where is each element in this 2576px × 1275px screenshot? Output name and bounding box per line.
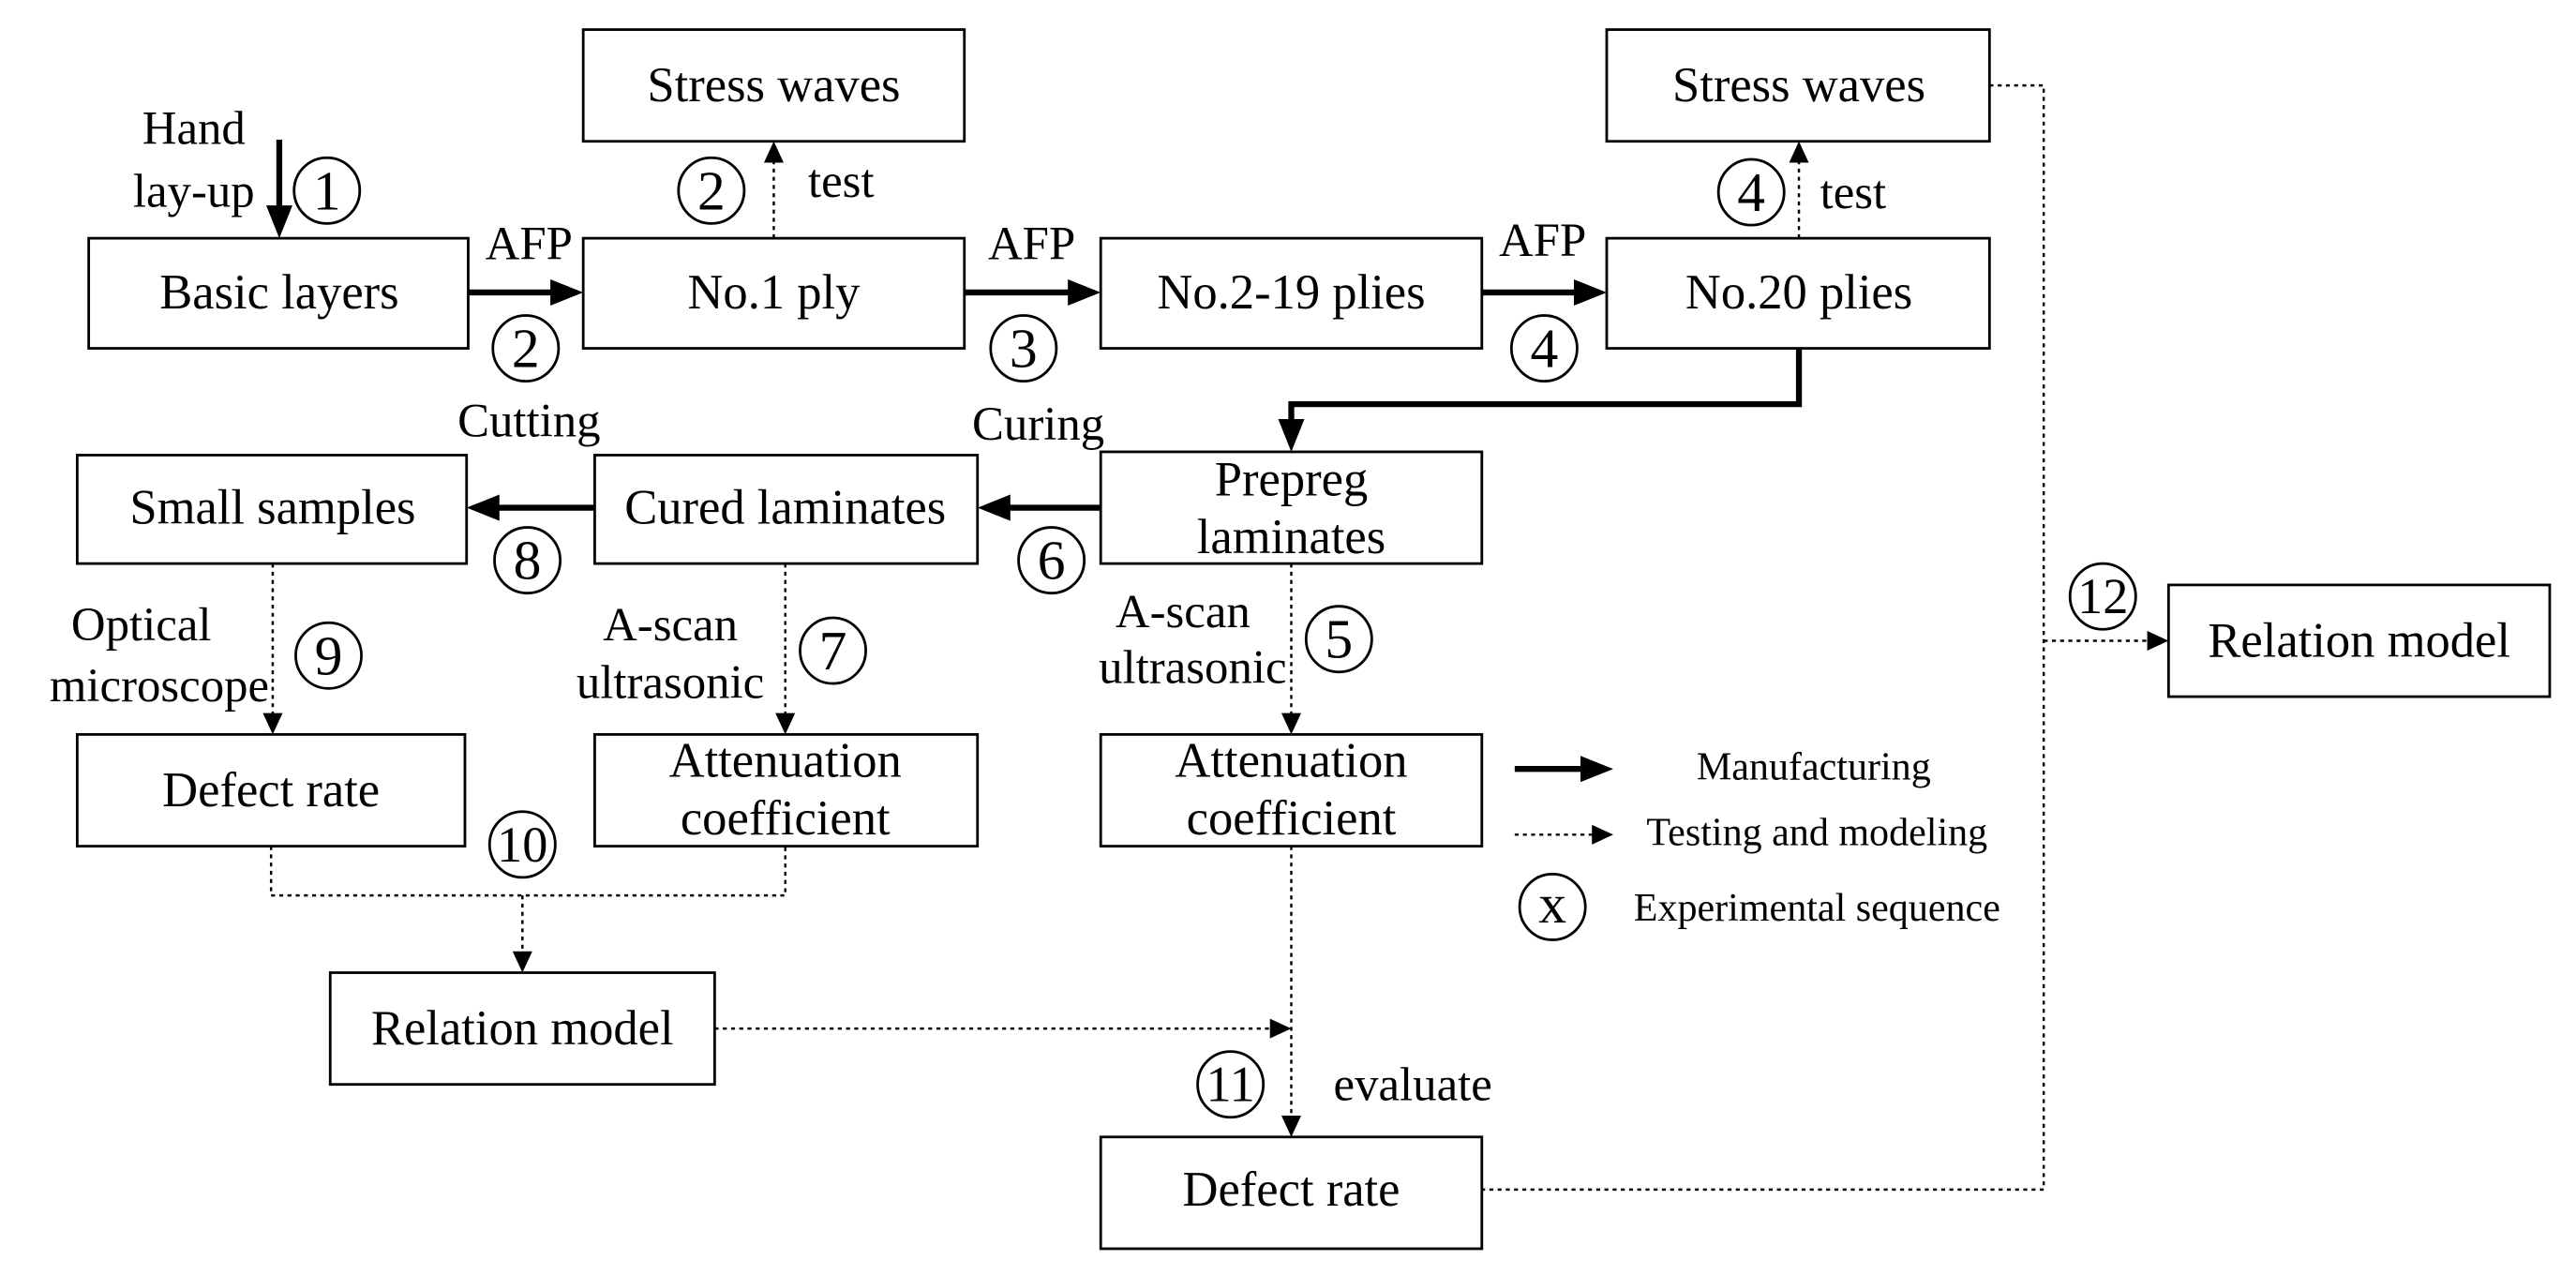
step-number: 10 (497, 817, 547, 873)
box-prepreg-laminates: Prepreg laminates (1099, 450, 1484, 565)
box-defect-rate-left: Defect rate (75, 732, 467, 848)
box-label: Defect rate (1183, 1162, 1400, 1217)
box-label: Small samples (129, 481, 415, 535)
step-number: 8 (514, 530, 542, 592)
box-label-line-1: Attenuation (669, 733, 902, 788)
step-number: 3 (1010, 318, 1038, 380)
box-label-line-1: Attenuation (1175, 733, 1407, 788)
box-label-line-2: coefficient (681, 791, 891, 846)
step-number: 2 (512, 318, 540, 380)
step-marker-12: 12 (2068, 562, 2137, 631)
box-label: Basic layers (159, 265, 398, 320)
box-defect-rate-bottom: Defect rate (1099, 1135, 1484, 1251)
connector-defect-attenuation-bracket (269, 846, 786, 897)
label-lay-up: lay-up (133, 164, 255, 217)
box-label: No.20 plies (1685, 265, 1912, 320)
connector-right-bus (1481, 83, 2045, 1192)
box-stress-waves-right: Stress waves (1605, 28, 1991, 143)
step-marker-3: 3 (989, 314, 1058, 383)
box-label: No.1 ply (687, 265, 861, 320)
step-number: 1 (313, 159, 341, 221)
legend-sequence-symbol: x (1538, 873, 1566, 935)
step-marker-6: 6 (1017, 526, 1086, 595)
step-marker-5: 5 (1304, 605, 1373, 674)
step-number: 4 (1530, 318, 1558, 380)
label-microscope: microscope (50, 659, 269, 712)
step-number: 11 (1206, 1057, 1255, 1113)
box-relation-model-right: Relation model (2166, 583, 2552, 698)
box-label: Relation model (371, 1001, 674, 1056)
step-number: 12 (2077, 568, 2128, 624)
legend-sequence-marker: x (1518, 873, 1587, 941)
step-marker-11: 11 (1196, 1050, 1266, 1119)
box-no1-ply: No.1 ply (581, 236, 966, 350)
step-marker-7: 7 (799, 616, 867, 685)
label-cutting: Cutting (457, 395, 600, 447)
legend: Manufacturing Testing and modeling x Exp… (1514, 745, 2000, 941)
box-label-line-2: laminates (1197, 510, 1385, 564)
label-afp-1: AFP (486, 217, 573, 269)
box-attenuation-coefficient-right: Attenuation coefficient (1099, 732, 1484, 848)
label-optical: Optical (71, 598, 212, 651)
label-curing: Curing (972, 398, 1104, 450)
box-label: Defect rate (162, 763, 380, 818)
box-label-line-1: Prepreg (1215, 453, 1368, 507)
step-number: 9 (315, 624, 343, 686)
step-number: 6 (1038, 530, 1066, 592)
step-marker-9: 9 (294, 621, 363, 690)
box-no2-19-plies: No.2-19 plies (1099, 236, 1484, 350)
label-a-scan-prepreg: A-scan (1116, 585, 1251, 638)
box-label: Relation model (2208, 614, 2510, 668)
box-stress-waves-left: Stress waves (581, 28, 966, 143)
arrow-no20-to-prepreg (1278, 348, 1803, 452)
label-test-2: test (1820, 166, 1887, 218)
legend-sequence-label: Experimental sequence (1634, 887, 2000, 930)
step-marker-2-afp: 2 (491, 314, 561, 383)
label-hand: Hand (142, 102, 246, 155)
step-marker-4-test: 4 (1716, 158, 1786, 227)
step-marker-4-afp: 4 (1509, 314, 1579, 383)
box-label: Cured laminates (624, 481, 946, 535)
box-label: No.2-19 plies (1157, 265, 1425, 320)
box-cured-laminates: Cured laminates (593, 454, 980, 565)
step-marker-1: 1 (292, 156, 362, 225)
legend-testing-label: Testing and modeling (1646, 812, 1987, 855)
box-label-line-2: coefficient (1187, 791, 1397, 846)
label-test-1: test (808, 155, 875, 207)
box-attenuation-coefficient-left: Attenuation coefficient (593, 732, 980, 848)
label-afp-3: AFP (1499, 214, 1586, 266)
step-number: 5 (1325, 608, 1353, 670)
step-marker-8: 8 (493, 526, 562, 595)
box-no20-plies: No.20 plies (1605, 236, 1991, 350)
box-label: Stress waves (647, 58, 900, 112)
label-evaluate: evaluate (1334, 1058, 1492, 1111)
step-marker-10: 10 (487, 810, 557, 879)
label-afp-2: AFP (988, 217, 1075, 269)
step-marker-2-test: 2 (677, 156, 746, 225)
label-ultrasonic-cured: ultrasonic (577, 655, 764, 708)
step-number: 2 (697, 159, 726, 221)
step-number: 4 (1737, 161, 1765, 223)
label-a-scan-cured: A-scan (603, 598, 738, 651)
box-label: Stress waves (1672, 58, 1925, 112)
legend-manufacturing-label: Manufacturing (1697, 745, 1931, 788)
step-number: 7 (819, 620, 847, 682)
label-ultrasonic-prepreg: ultrasonic (1099, 641, 1286, 694)
box-small-samples: Small samples (75, 454, 469, 565)
box-relation-model-left: Relation model (328, 971, 716, 1087)
box-basic-layers: Basic layers (87, 236, 470, 350)
